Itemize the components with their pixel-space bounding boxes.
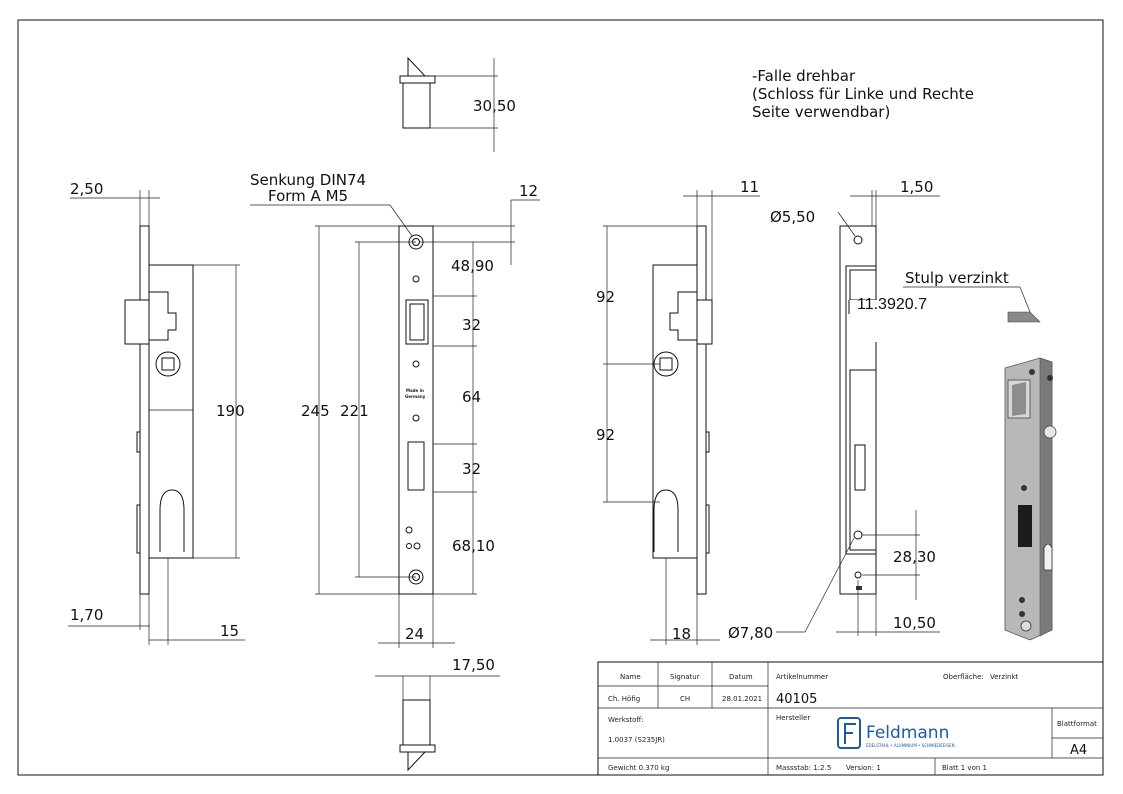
tb-hersteller-label: Hersteller [776,714,810,722]
tb-datum: 28.01.2021 [722,695,762,703]
dim-245: 245 [301,402,330,420]
brand-subtitle: EDELSTAHL • ALUMINIUM • SCHMIEDEEISEN [866,743,955,748]
dim-dia-5-50: Ø5,50 [770,208,815,226]
tb-oberflaeche: Verzinkt [990,673,1019,681]
dim-48-90: 48,90 [451,257,494,275]
tb-artikel-label: Artikelnummer [776,673,828,681]
lock-3d-render [1004,357,1057,641]
germany-text: Germany [405,394,426,399]
dim-1-50: 1,50 [900,178,933,196]
latch-top-view [399,56,498,152]
faceplate-front-view [250,199,540,648]
note-senkung: Senkung DIN74 [250,171,366,189]
tb-blattformat: A4 [1070,743,1087,758]
dim-10-50: 10,50 [893,614,936,632]
dim-28-30: 28,30 [893,548,936,566]
note-stulp: Stulp verzinkt [905,269,1009,287]
dim-24: 24 [405,625,424,643]
dim-92-b: 92 [596,426,615,444]
dim-18: 18 [672,625,691,643]
tb-blatt: Blatt 1 von 1 [942,764,987,772]
title-block [597,661,1104,776]
dim-17-50: 17,50 [452,656,495,674]
dim-32-a: 32 [462,316,481,334]
tb-werkstoff: 1.0037 (S235JR) [608,736,665,744]
made-in-text: Made in [406,388,424,393]
brand-name: Feldmann [866,723,949,743]
sheet-frame [17,19,1104,776]
dim-92-a: 92 [596,288,615,306]
tb-signatur: CH [680,695,690,703]
tb-name: Ch. Höfig [608,695,640,703]
dim-11: 11 [740,178,759,196]
lock-side-view-left [68,190,245,645]
tb-gewicht: Gewicht 0.370 kg [608,764,669,772]
tb-artikel: 40105 [776,692,817,707]
stulp-side-view [776,190,1041,636]
note-seite: Seite verwendbar) [752,103,890,121]
tb-massstab: Massstab: 1:2.5 [776,764,831,772]
dim-30-50: 30,50 [473,97,516,115]
tb-oberflaeche-label: Oberfläche: [943,673,984,681]
dim-12: 12 [519,182,538,200]
tb-blattformat-label: Blattformat [1057,720,1097,728]
dim-64: 64 [462,388,481,406]
lock-side-view-right [603,190,760,645]
tb-name-header: Name [620,673,641,681]
note-falle: -Falle drehbar [752,67,856,85]
dim-1-70: 1,70 [70,606,103,624]
tb-signatur-header: Signatur [670,673,700,681]
dim-dia-7-80: Ø7,80 [728,624,773,642]
note-form: Form A M5 [268,187,348,205]
dim-2-50: 2,50 [70,180,103,198]
latch-bottom-view [375,675,500,772]
note-schloss: (Schloss für Linke und Rechte [752,85,974,103]
dim-190: 190 [216,402,245,420]
dim-15: 15 [220,622,239,640]
dim-221: 221 [340,402,369,420]
tb-version: Version: 1 [846,764,881,772]
tb-datum-header: Datum [729,673,753,681]
dim-32-b: 32 [462,460,481,478]
dim-68-10: 68,10 [452,537,495,555]
overlay-number: 11.3920.7 [857,296,927,313]
tb-werkstoff-label: Werkstoff: [608,716,644,724]
